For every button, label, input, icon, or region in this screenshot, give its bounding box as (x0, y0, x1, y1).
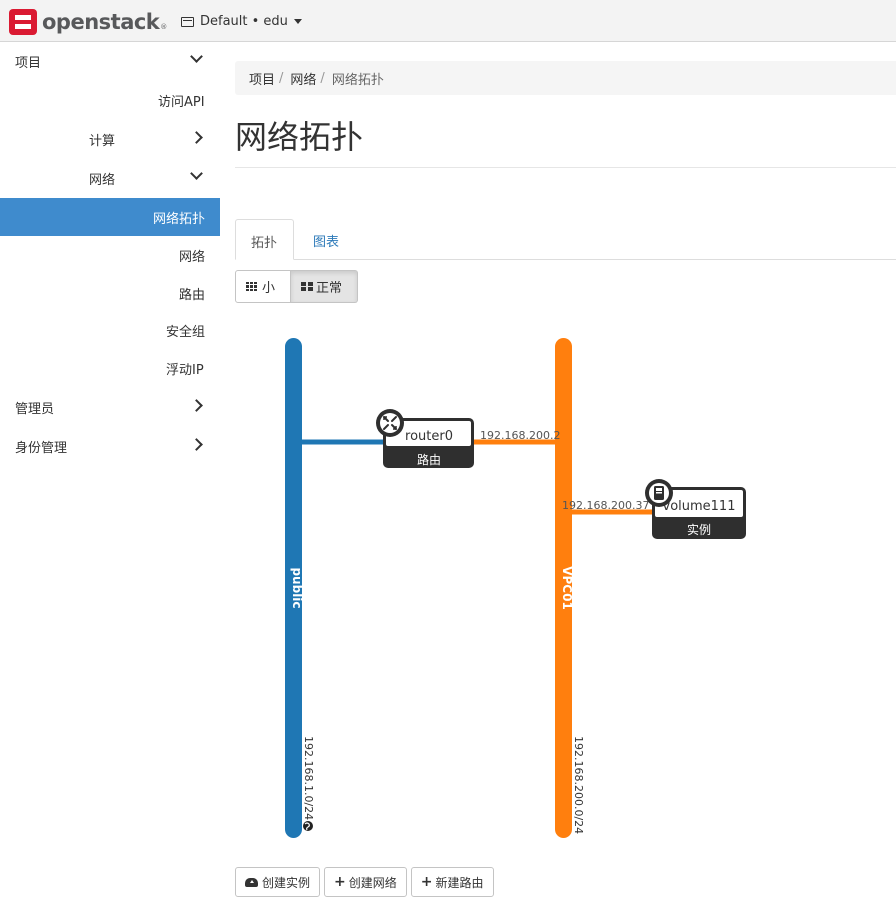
sidebar-item-floating-ips[interactable]: 浮动IP (0, 349, 220, 387)
logo-registered-mark: ® (160, 23, 168, 31)
breadcrumb-separator: / (279, 70, 284, 86)
chevron-down-icon (190, 167, 203, 180)
breadcrumb-project[interactable]: 项目 (249, 72, 276, 88)
network-vpc01-bar[interactable] (555, 338, 572, 838)
sidebar-item-project[interactable]: 项目 (0, 42, 220, 80)
sidebar-item-network-group[interactable]: 网络 (0, 159, 220, 197)
network-public-bar[interactable] (285, 338, 302, 838)
network-vpc01-label: VPC01 (560, 566, 574, 610)
sidebar-item-label: 网络 (179, 249, 206, 265)
caret-down-icon (293, 19, 302, 24)
breadcrumb-current: 网络拓扑 (331, 72, 384, 88)
tab-topology[interactable]: 拓扑 (235, 219, 294, 260)
sidebar-item-label: 浮动IP (166, 362, 204, 378)
view-size-toggle: 小 正常 (235, 270, 358, 303)
project-switcher-label: Default • edu (200, 14, 288, 29)
sidebar-item-label: 身份管理 (15, 440, 68, 456)
sidebar-item-network-topology[interactable]: 网络拓扑 (0, 198, 220, 236)
sidebar-item-admin[interactable]: 管理员 (0, 388, 220, 426)
create-instance-button[interactable]: 创建实例 (235, 867, 321, 897)
topology-tabs: 拓扑 图表 (235, 219, 896, 260)
create-instance-label: 创建实例 (262, 875, 311, 890)
normal-view-label: 正常 (316, 281, 343, 296)
router0-node[interactable]: router0 路由 (383, 418, 474, 468)
openstack-logo-icon (9, 9, 37, 35)
breadcrumb: 项目 / 网络 / 网络拓扑 (235, 61, 896, 95)
network-vpc01-cidr: 192.168.200.0/24 (572, 736, 585, 834)
top-navbar: openstack ® Default • edu (0, 0, 896, 42)
project-icon (181, 16, 194, 27)
create-router-label: 新建路由 (435, 875, 484, 890)
title-divider (235, 167, 896, 168)
chevron-right-icon (190, 438, 203, 451)
sidebar-item-label: 访问API (158, 94, 205, 110)
sidebar-item-compute[interactable]: 计算 (0, 120, 220, 158)
create-router-button[interactable]: + 新建路由 (410, 867, 494, 897)
sidebar-item-label: 路由 (179, 287, 206, 303)
page-title: 网络拓扑 (235, 118, 364, 156)
router0-type-label: 路由 (417, 452, 441, 467)
sidebar-item-label: 网络 (89, 172, 116, 188)
topology-actions: 创建实例 + 创建网络 + 新建路由 (235, 867, 498, 897)
sidebar-item-identity[interactable]: 身份管理 (0, 427, 220, 465)
topology-canvas: public 192.168.1.0/24 VPC01 192.168.200.… (285, 338, 746, 838)
grid-large-icon (301, 281, 313, 292)
server-icon (645, 479, 673, 507)
normal-view-button[interactable]: 正常 (291, 270, 358, 303)
chevron-right-icon (190, 399, 203, 412)
router0-port-ip: 192.168.200.2 (480, 429, 560, 442)
sidebar-item-label: 安全组 (166, 324, 206, 340)
volume111-type-label: 实例 (687, 522, 711, 537)
sidebar-item-label: 管理员 (15, 401, 55, 417)
create-network-label: 创建网络 (348, 875, 397, 890)
sidebar-item-api-access[interactable]: 访问API (0, 81, 220, 119)
breadcrumb-separator: / (320, 70, 325, 86)
sidebar-item-routers[interactable]: 路由 (0, 274, 220, 312)
volume111-port-ip: 192.168.200.37 (562, 499, 649, 512)
sidebar-item-networks[interactable]: 网络 (0, 236, 220, 274)
cloud-upload-icon (245, 877, 258, 887)
small-view-button[interactable]: 小 (235, 270, 291, 303)
sidebar-item-label: 网络拓扑 (153, 211, 206, 227)
plus-icon: + (420, 874, 433, 890)
logo-text: openstack (42, 10, 160, 34)
sidebar-item-security-groups[interactable]: 安全组 (0, 311, 220, 349)
network-public-cidr: 192.168.1.0/24 (302, 736, 315, 820)
globe-icon (303, 821, 313, 831)
volume111-name: volume111 (663, 499, 736, 514)
sidebar-item-label: 项目 (15, 55, 42, 71)
create-network-button[interactable]: + 创建网络 (324, 867, 407, 897)
tab-graph[interactable]: 图表 (313, 235, 340, 250)
breadcrumb-network[interactable]: 网络 (290, 72, 317, 88)
plus-icon: + (334, 874, 346, 890)
chevron-down-icon (190, 50, 203, 63)
volume111-node[interactable]: volume111 实例 (652, 487, 746, 539)
small-view-label: 小 (262, 281, 276, 296)
project-switcher[interactable]: Default • edu (181, 14, 302, 29)
router-icon (376, 409, 404, 437)
sidebar-item-label: 计算 (89, 133, 116, 149)
network-public-label: public (290, 567, 304, 608)
sidebar: 项目 访问API 计算 网络 网络拓扑 网络 路由 安全组 浮动IP 管理员 身… (0, 42, 220, 919)
grid-small-icon (246, 281, 258, 292)
chevron-right-icon (190, 131, 203, 144)
openstack-logo[interactable]: openstack ® (9, 9, 167, 35)
router0-name: router0 (405, 429, 453, 444)
